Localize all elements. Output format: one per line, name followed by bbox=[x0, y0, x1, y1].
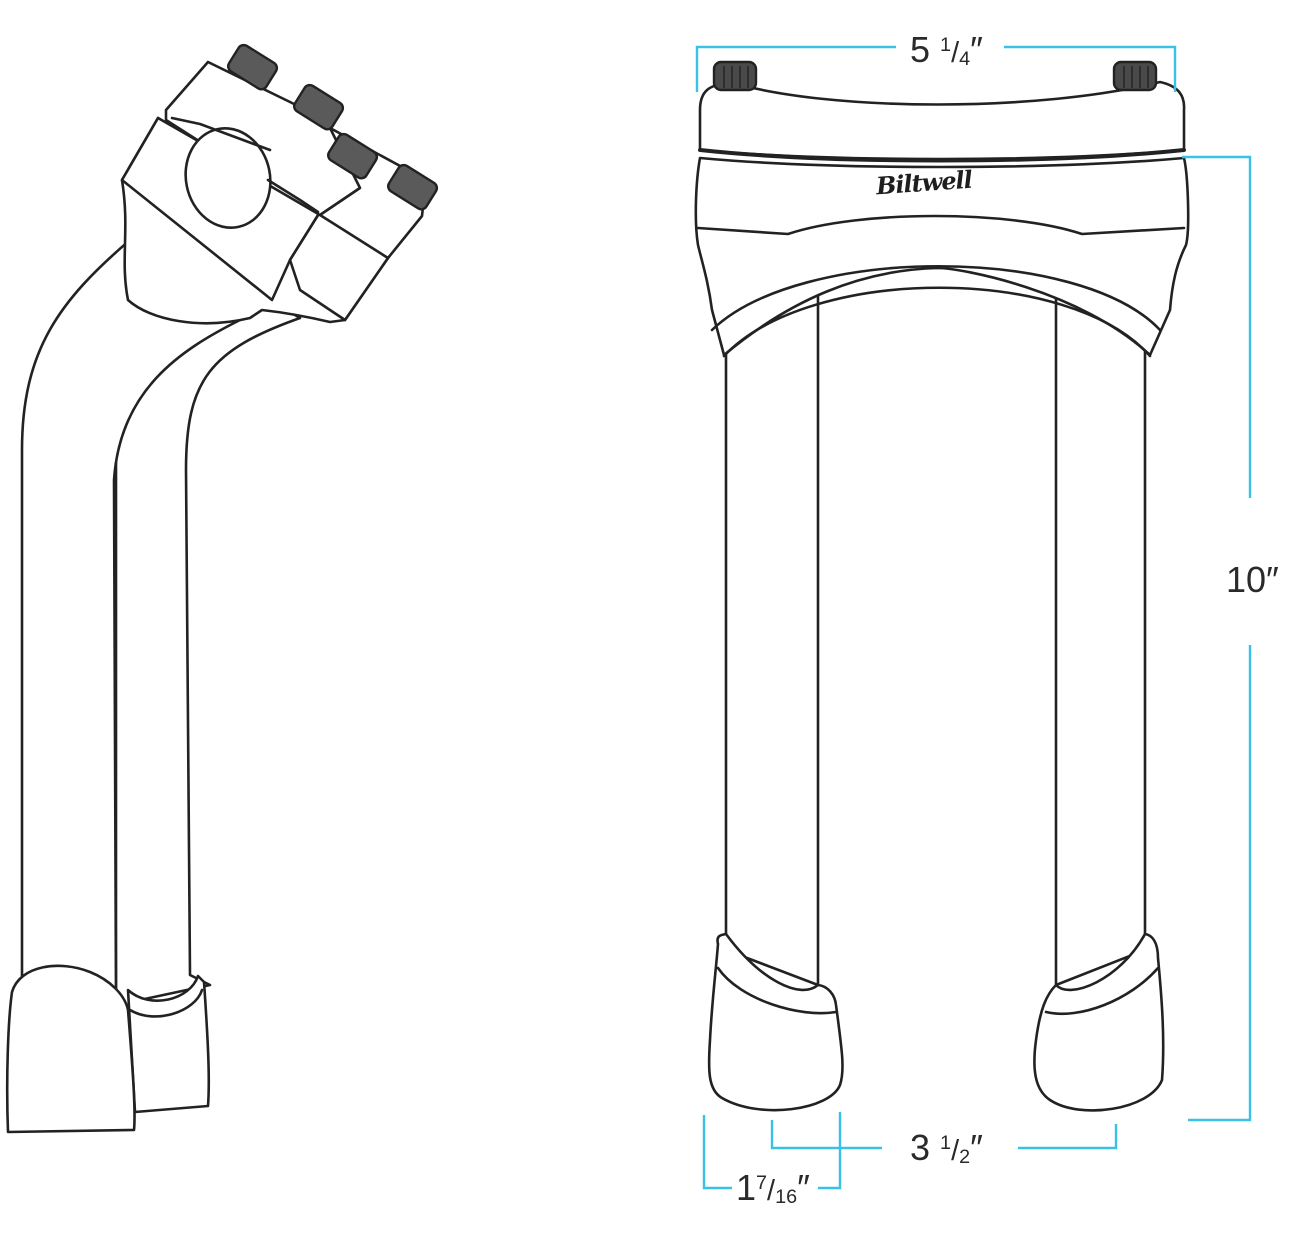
dim-line-top-width bbox=[695, 45, 1177, 92]
dim-label-height: 10″ bbox=[1226, 558, 1279, 602]
side-bolt-3 bbox=[326, 132, 379, 180]
front-left-tube bbox=[724, 268, 820, 987]
front-clamp-upper bbox=[698, 80, 1186, 161]
side-front-base bbox=[5, 964, 136, 1134]
front-right-base bbox=[1033, 932, 1165, 1112]
dim-label-top-width: 5 1/4″ bbox=[906, 32, 987, 70]
dim-label-base-diameter: 17/16″ bbox=[734, 1167, 812, 1208]
dim-line-height bbox=[1182, 155, 1252, 1122]
dim-line-base-diameter bbox=[702, 1112, 842, 1190]
front-left-base bbox=[707, 932, 844, 1112]
side-bolt-4 bbox=[386, 163, 439, 211]
front-bolt-left bbox=[712, 60, 758, 92]
front-right-tube bbox=[1054, 268, 1147, 987]
side-clamp-rear bbox=[288, 210, 390, 322]
front-clamp-lower bbox=[694, 156, 1190, 357]
side-bar-hole bbox=[184, 127, 272, 229]
front-bolt-right bbox=[1112, 60, 1158, 92]
side-rear-base bbox=[126, 974, 211, 1114]
dim-label-base-spacing: 3 1/2″ bbox=[906, 1130, 987, 1168]
dim-line-base-spacing bbox=[770, 1120, 1118, 1150]
side-bolt-2 bbox=[292, 83, 345, 131]
side-bolt-1 bbox=[226, 43, 279, 91]
